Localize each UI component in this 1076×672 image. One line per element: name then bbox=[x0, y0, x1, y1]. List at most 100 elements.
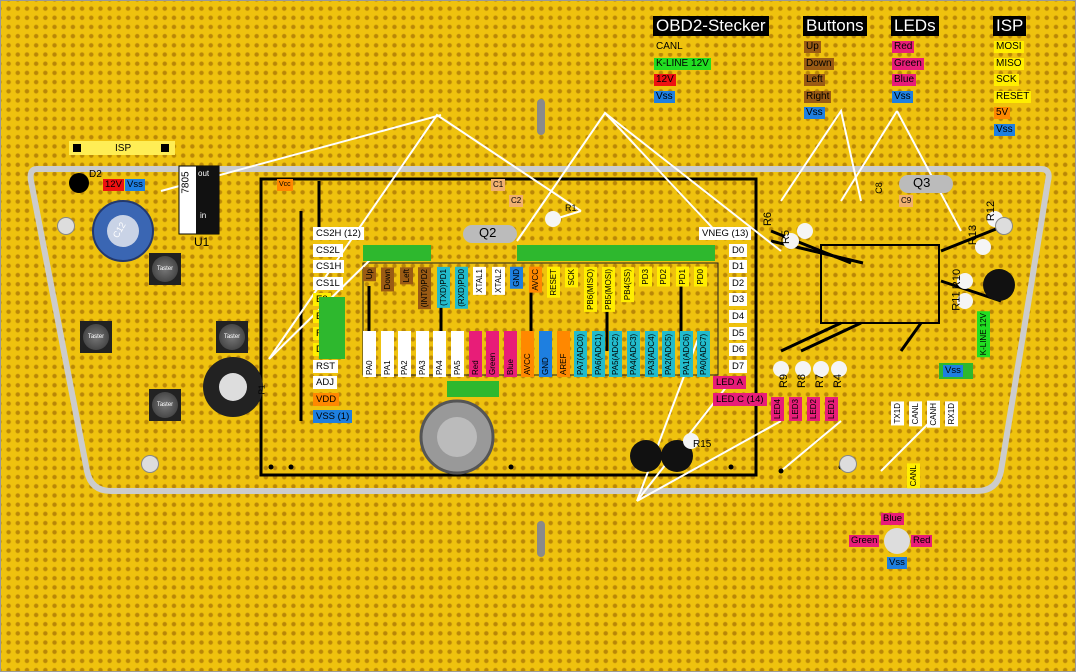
r8-label: R8 bbox=[796, 373, 809, 389]
mcu-bottom-pin-tag: PA6(ADC1) bbox=[591, 331, 605, 377]
legend-buttons-item: Left bbox=[804, 74, 825, 86]
legend-obd-item: 12V bbox=[654, 74, 676, 86]
lcd-right-pin: D4 bbox=[729, 310, 748, 323]
lcd-left-pin: CS1L bbox=[313, 276, 343, 290]
mcu-bottom-pin-tag: PA2(ADC5) bbox=[662, 331, 676, 377]
lcd-left-pin: CS2L bbox=[313, 243, 343, 257]
r15-label: R15 bbox=[693, 439, 712, 450]
mcu-top-pin-tag: SCK bbox=[565, 267, 579, 288]
v12-tag: 12V bbox=[103, 179, 124, 191]
can-tag: CANH bbox=[927, 401, 940, 428]
transistor-right bbox=[661, 440, 693, 472]
lcd-right-pin: LED C (14) bbox=[713, 393, 767, 406]
screw-left-bottom bbox=[141, 455, 159, 473]
mount-slot-bottom bbox=[537, 521, 545, 557]
mcu-bottom-pin-tag: PA3(ADC4) bbox=[644, 331, 658, 377]
lcd-left-pin: ADJ bbox=[313, 376, 337, 390]
mcu-top-pin-tag: GND bbox=[510, 267, 524, 289]
c9-label: C9 bbox=[899, 195, 914, 207]
enclosure-outline bbox=[27, 166, 1052, 494]
legend-obd-item: Vss bbox=[654, 90, 675, 103]
can-tag: TX1D bbox=[891, 401, 904, 426]
r4-label: R4 bbox=[832, 373, 845, 389]
lcd-right-pin: D6 bbox=[729, 343, 748, 357]
lcd-right-pin: D1 bbox=[729, 260, 748, 274]
obd-connector bbox=[983, 269, 1015, 301]
led-tag: LED4 bbox=[771, 397, 784, 422]
mcu-top-pin-tag: PD2 bbox=[657, 267, 671, 287]
legend-isp-item: RESET bbox=[994, 90, 1032, 103]
u1-label: U1 bbox=[194, 235, 210, 249]
mcu-top-pin-tag: PB4(SS) bbox=[620, 267, 634, 303]
lcd-right-pin: LED A bbox=[713, 376, 746, 390]
r11-label: R11 bbox=[950, 291, 963, 311]
vss-tag: Vss bbox=[125, 179, 145, 191]
isp-label: ISP bbox=[115, 143, 132, 154]
vcc-tag: Vcc bbox=[277, 179, 293, 191]
black-wires bbox=[299, 181, 1002, 421]
screw-right-bottom bbox=[839, 455, 857, 473]
mcu-bottom-pin-tag: Red bbox=[468, 331, 482, 377]
can-tag: CANL bbox=[909, 401, 922, 427]
legend-leds-item: Vss bbox=[892, 90, 913, 103]
d2-label: D2 bbox=[89, 169, 102, 180]
rgb-red-tag: Red bbox=[911, 535, 933, 547]
q2-label: Q2 bbox=[479, 225, 497, 240]
p1-label: P1 bbox=[257, 384, 267, 395]
mcu-top-pin-tag: Left bbox=[399, 267, 413, 285]
r6-label: R6 bbox=[762, 211, 775, 227]
lcd-right-pin: VNEG (13) bbox=[699, 227, 752, 240]
mcu-bottom-pin-tag: PA1(ADC6) bbox=[679, 331, 693, 377]
legend-obd-item: CANL bbox=[654, 41, 685, 53]
mcu-top-pin-tag: XTAL1 bbox=[473, 267, 487, 295]
r7-label: R7 bbox=[814, 373, 827, 389]
rgb-vss-tag: Vss bbox=[887, 557, 907, 569]
reg-label: 7805 bbox=[180, 171, 192, 194]
led-tag: LED3 bbox=[789, 397, 802, 422]
c2-label: C2 bbox=[509, 195, 524, 207]
mcu-top-pin-tag: XTAL2 bbox=[491, 267, 505, 295]
r13-label: R13 bbox=[967, 224, 980, 246]
rgb-blue-tag: Blue bbox=[881, 513, 905, 525]
legend-isp-item: Vss bbox=[994, 123, 1015, 136]
mcu-top-pin-tag: (TXD)PD1 bbox=[436, 267, 450, 308]
lcd-left-pin: CS2H (12) bbox=[313, 227, 364, 240]
obd-vss-tag: Vss bbox=[943, 365, 963, 377]
r12-label: R12 bbox=[985, 200, 998, 222]
legend-isp-item: MISO bbox=[994, 57, 1024, 70]
r1-label: R1 bbox=[565, 203, 577, 213]
legend-buttons-title: Buttons bbox=[803, 16, 867, 36]
legend-buttons-item: Right bbox=[804, 90, 832, 103]
mcu-bottom-pin-tag: PA2 bbox=[398, 331, 412, 377]
mcu-bottom-pin-tag: AVCC bbox=[521, 331, 535, 377]
mcu-bottom-pin-tag: GND bbox=[539, 331, 552, 377]
mcu-bottom-pin-tag: PA1 bbox=[380, 331, 394, 377]
lcd-left-pin: CS1H bbox=[313, 260, 345, 274]
green-header-buzzer bbox=[447, 381, 499, 397]
c8-label: C8 bbox=[873, 182, 884, 194]
isp-header bbox=[69, 141, 175, 155]
legend-leds-item: Blue bbox=[892, 74, 917, 86]
legend-buttons-item: Up bbox=[804, 41, 821, 53]
mcu-top-pin-tag: PD3 bbox=[639, 267, 652, 287]
legend-buttons-item: Vss bbox=[804, 107, 825, 119]
mcu-top-pin-tag: PB5(MOSI) bbox=[602, 267, 616, 312]
button-right: Taster bbox=[216, 321, 248, 353]
mcu-top-pin-tag: (INT0)PD2 bbox=[418, 267, 432, 310]
legend-leds-item: Green bbox=[892, 57, 924, 70]
q3-label: Q3 bbox=[913, 175, 931, 190]
lcd-frame bbox=[259, 177, 758, 477]
q3-crystal bbox=[899, 175, 953, 193]
mcu-top-pin-tag: (RXD)PD0 bbox=[455, 267, 468, 309]
screw-left-top bbox=[57, 217, 75, 235]
r9-label: R9 bbox=[778, 373, 791, 389]
mcu-top-pin-tag: PD1 bbox=[675, 267, 689, 287]
mcu-bottom-pin-tag: Blue bbox=[503, 331, 517, 377]
legend-isp-item: SCK bbox=[994, 74, 1019, 86]
mcu-top-pin-tag: PB6(MISO) bbox=[583, 267, 597, 312]
resistor-bodies bbox=[545, 211, 1003, 449]
button-down: Taster bbox=[149, 389, 181, 421]
mcu-bottom-pin-tag: PA3 bbox=[415, 331, 429, 377]
mcu-bottom-pin-tag: PA4(ADC3) bbox=[627, 331, 640, 377]
